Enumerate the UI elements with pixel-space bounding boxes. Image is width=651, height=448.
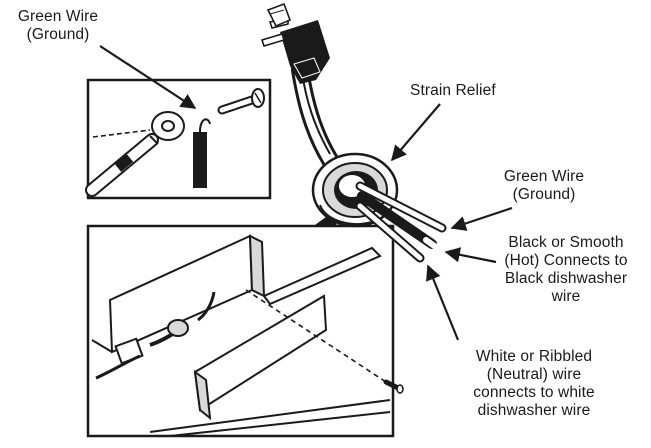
label-line: Green Wire xyxy=(17,8,99,25)
label-black-wire: Black or Smooth (Hot) Connects to Black … xyxy=(488,234,644,306)
arrow-black-wire xyxy=(444,247,497,264)
label-line: Black or Smooth xyxy=(508,234,624,251)
junction-box-icon xyxy=(86,224,404,438)
label-line: (Hot) Connects to xyxy=(504,252,628,269)
label-green-wire-top: Green Wire (Ground) xyxy=(6,8,110,44)
cord-wires xyxy=(355,181,447,263)
label-line: wire xyxy=(551,288,581,305)
label-white-wire: White or Ribbled (Neutral) wire connects… xyxy=(454,348,614,420)
ground-post-icon xyxy=(193,118,211,188)
label-line: dishwasher wire xyxy=(477,402,591,419)
label-strain-relief: Strain Relief xyxy=(410,82,496,100)
label-line: (Ground) xyxy=(26,26,90,43)
label-line: connects to white xyxy=(473,384,595,401)
arrow-strain-relief xyxy=(390,103,441,162)
label-line: Strain Relief xyxy=(410,82,496,99)
callout-arrows xyxy=(99,45,513,341)
arrow-green-wire-top xyxy=(99,45,197,109)
strain-relief-icon xyxy=(311,152,399,228)
ring-terminal-icon xyxy=(85,111,185,197)
small-screw-icon xyxy=(383,379,404,394)
arrow-white-wire xyxy=(426,264,460,341)
label-green-wire-right: Green Wire (Ground) xyxy=(492,168,596,204)
label-line: (Neutral) wire xyxy=(486,366,582,383)
inset-detail-box xyxy=(85,78,272,200)
screw-icon xyxy=(217,88,265,115)
label-line: (Ground) xyxy=(512,186,576,203)
arrow-green-wire-right xyxy=(450,206,513,231)
label-line: Green Wire xyxy=(503,168,585,185)
label-line: Black dishwasher xyxy=(504,270,628,287)
label-line: White or Ribbled xyxy=(475,348,593,365)
